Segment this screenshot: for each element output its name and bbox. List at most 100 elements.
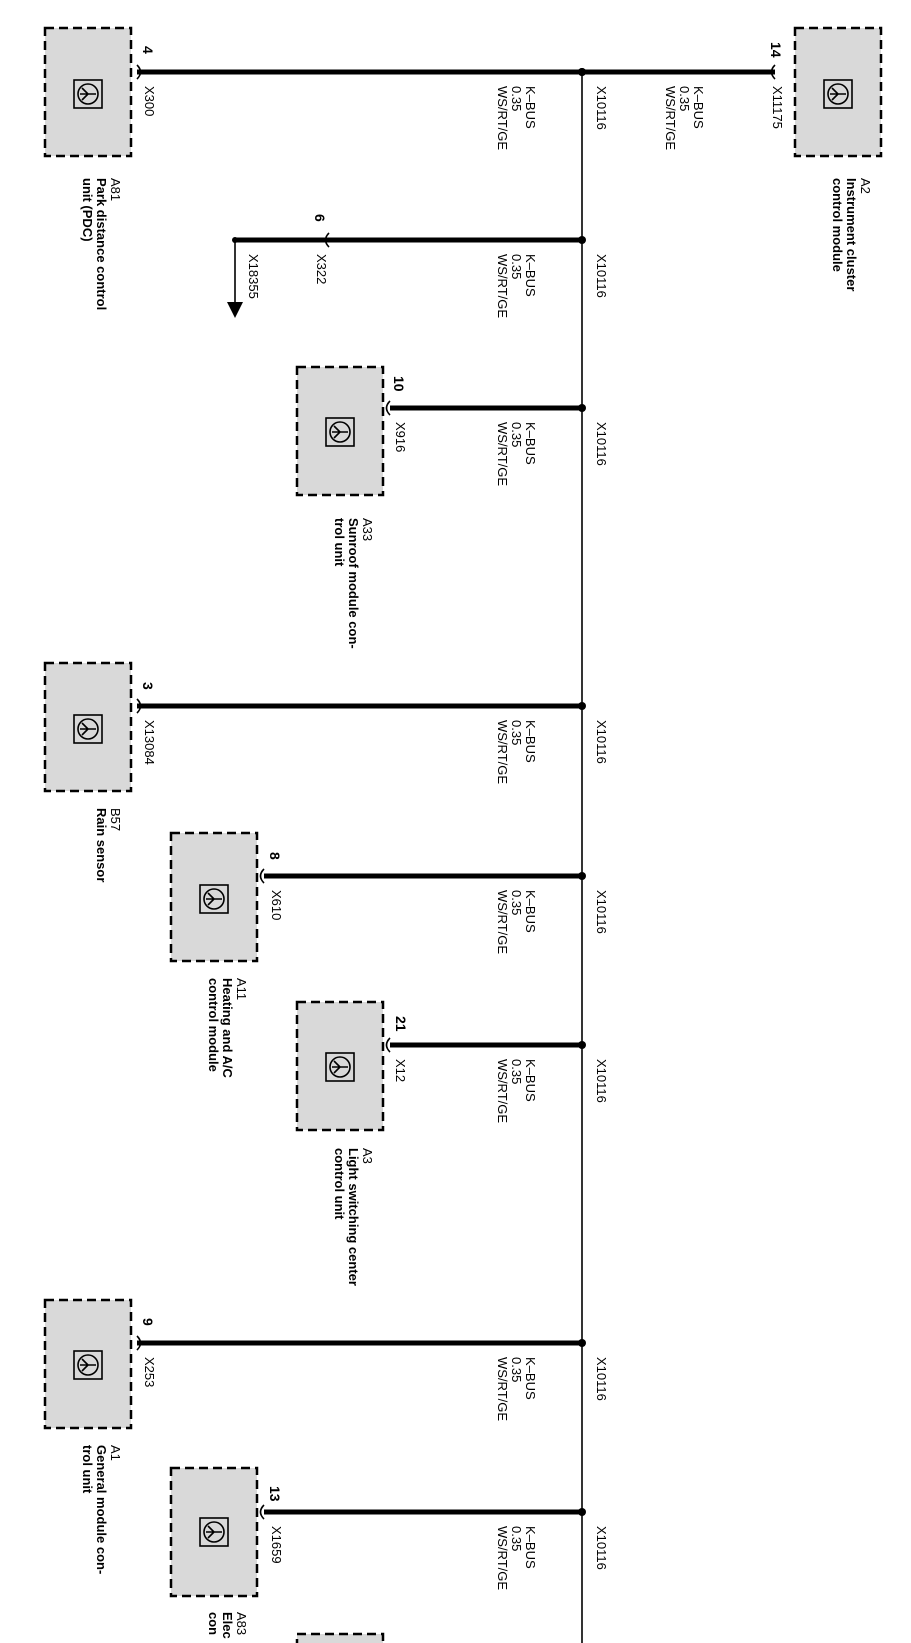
trunk-connector-label: X10116: [594, 1526, 609, 1570]
module-a11: 8 X610 K–BUS 0.35 WS/RT/GE X10116 A11 He…: [169, 831, 609, 1079]
trunk-connector-label: X10116: [594, 254, 609, 298]
svg-text:WS/RT/GE: WS/RT/GE: [495, 254, 510, 318]
module-a3: 21 X12 K–BUS 0.35 WS/RT/GE X10116 A3 Lig…: [295, 1000, 609, 1286]
connector-label: X610: [269, 890, 284, 920]
module-icon: [199, 1517, 229, 1547]
module-id: A3: [360, 1148, 375, 1164]
svg-text:K–BUS: K–BUS: [523, 720, 538, 763]
pin-number: 14: [768, 42, 784, 58]
branch-x322: 6 X322 X18355 K–BUS 0.35 WS/RT/GE X10116: [227, 214, 609, 318]
svg-text:K–BUS: K–BUS: [523, 1059, 538, 1102]
connector-label: X916: [393, 422, 408, 452]
module-icon: [73, 714, 103, 744]
svg-text:WS/RT/GE: WS/RT/GE: [663, 86, 678, 150]
svg-text:0.35: 0.35: [509, 1357, 524, 1382]
connector-symbol: [259, 868, 265, 884]
module-box-partial: [295, 1632, 385, 1643]
module-a1: 9 X253 K–BUS 0.35 WS/RT/GE X10116 A1 Gen…: [43, 1298, 609, 1574]
connector-label: X300: [142, 86, 157, 116]
pin-number: 9: [140, 1318, 156, 1326]
svg-text:K–BUS: K–BUS: [523, 422, 538, 465]
svg-text:K–BUS: K–BUS: [523, 254, 538, 297]
svg-text:0.35: 0.35: [509, 720, 524, 745]
connector-label: X13084: [142, 720, 157, 765]
module-desc-2: control unit: [332, 1148, 347, 1220]
connector-label: X1659: [269, 1526, 284, 1564]
module-desc-1: Park distance control: [94, 178, 109, 310]
wire-spec: K–BUS 0.35 WS/RT/GE: [495, 422, 538, 486]
module-desc-1: Sunroof module con-: [346, 518, 361, 649]
svg-text:0.35: 0.35: [509, 86, 524, 111]
connector-symbol: [324, 232, 330, 248]
trunk-connector-label: X10116: [594, 86, 609, 130]
wire-spec: K–BUS 0.35 WS/RT/GE: [495, 1526, 538, 1590]
trunk-connector-label: X10116: [594, 720, 609, 764]
wire-spec: K–BUS 0.35 WS/RT/GE: [663, 86, 706, 150]
pin-number: 3: [140, 682, 156, 690]
trunk-connector-label: X10116: [594, 422, 609, 466]
module-desc-1: Instrument cluster: [844, 178, 859, 291]
trunk-connector-label: X10116: [594, 1059, 609, 1103]
module-icon: [199, 884, 229, 914]
connector-label: X12: [393, 1059, 408, 1082]
module-b57: 3 X13084 K–BUS 0.35 WS/RT/GE X10116 B57 …: [43, 661, 609, 882]
module-desc-1: General module con-: [94, 1445, 109, 1574]
connector-label: X11175: [770, 86, 785, 129]
connector-symbol: [770, 64, 776, 80]
trunk-connector-label: X10116: [594, 1357, 609, 1401]
continuation-arrow-icon: [227, 302, 243, 318]
svg-text:K–BUS: K–BUS: [523, 890, 538, 933]
pin-number: 4: [140, 46, 156, 54]
pin-number: 21: [393, 1016, 409, 1032]
wire-spec: K–BUS 0.35 WS/RT/GE: [495, 254, 538, 318]
trunk-connector-label: X10116: [594, 890, 609, 934]
module-icon: [325, 417, 355, 447]
module-desc-2: trol unit: [332, 518, 347, 567]
svg-text:0.35: 0.35: [509, 1526, 524, 1551]
module-desc-2: con: [206, 1612, 221, 1635]
connector-symbol: [385, 400, 391, 416]
pin-number: 10: [391, 376, 407, 392]
svg-text:0.35: 0.35: [509, 1059, 524, 1084]
module-desc-1: Heating and A/C: [220, 978, 235, 1079]
module-a81: 4 X300 K–BUS 0.35 WS/RT/GE X10116 A81 Pa…: [43, 26, 609, 310]
module-a2: 14 X11175 K–BUS 0.35 WS/RT/GE A2 Instrum…: [578, 26, 883, 291]
wire-spec: K–BUS 0.35 WS/RT/GE: [495, 1059, 538, 1123]
svg-text:WS/RT/GE: WS/RT/GE: [495, 720, 510, 784]
module-desc-2: trol unit: [80, 1445, 95, 1494]
svg-text:0.35: 0.35: [677, 86, 692, 111]
module-id: B57: [108, 808, 123, 831]
module-id: A1: [108, 1445, 123, 1461]
module-icon: [823, 79, 853, 109]
wire-spec: K–BUS 0.35 WS/RT/GE: [495, 86, 538, 150]
connector-symbol: [385, 1037, 391, 1053]
module-id: A11: [234, 978, 249, 1000]
wire-spec: K–BUS 0.35 WS/RT/GE: [495, 890, 538, 954]
svg-text:K–BUS: K–BUS: [523, 1357, 538, 1400]
svg-text:WS/RT/GE: WS/RT/GE: [495, 86, 510, 150]
module-icon: [73, 1350, 103, 1380]
pin-number: 13: [267, 1486, 283, 1502]
module-icon: [325, 1052, 355, 1082]
module-desc-2: control module: [830, 178, 845, 272]
svg-text:WS/RT/GE: WS/RT/GE: [495, 890, 510, 954]
svg-text:K–BUS: K–BUS: [691, 86, 706, 129]
module-id: A33: [360, 518, 375, 541]
svg-text:0.35: 0.35: [509, 422, 524, 447]
wire-spec: K–BUS 0.35 WS/RT/GE: [495, 720, 538, 784]
connector-symbol: [259, 1504, 265, 1520]
svg-text:0.35: 0.35: [509, 254, 524, 279]
module-icon: [73, 79, 103, 109]
module-a33: 10 X916 K–BUS 0.35 WS/RT/GE X10116 A33 S…: [295, 365, 609, 649]
svg-text:WS/RT/GE: WS/RT/GE: [495, 1357, 510, 1421]
pin-number: 8: [267, 852, 283, 860]
module-id: A81: [108, 178, 123, 201]
module-desc-2: control module: [206, 978, 221, 1072]
module-desc-1: Rain sensor: [94, 808, 109, 882]
svg-text:WS/RT/GE: WS/RT/GE: [495, 1059, 510, 1123]
module-a83: 13 X1659 K–BUS 0.35 WS/RT/GE X10116 A83 …: [169, 1466, 609, 1639]
connector-label: X253: [142, 1357, 157, 1387]
module-desc-1: Elec: [220, 1612, 235, 1639]
module-id: A2: [858, 178, 873, 194]
svg-text:K–BUS: K–BUS: [523, 86, 538, 129]
